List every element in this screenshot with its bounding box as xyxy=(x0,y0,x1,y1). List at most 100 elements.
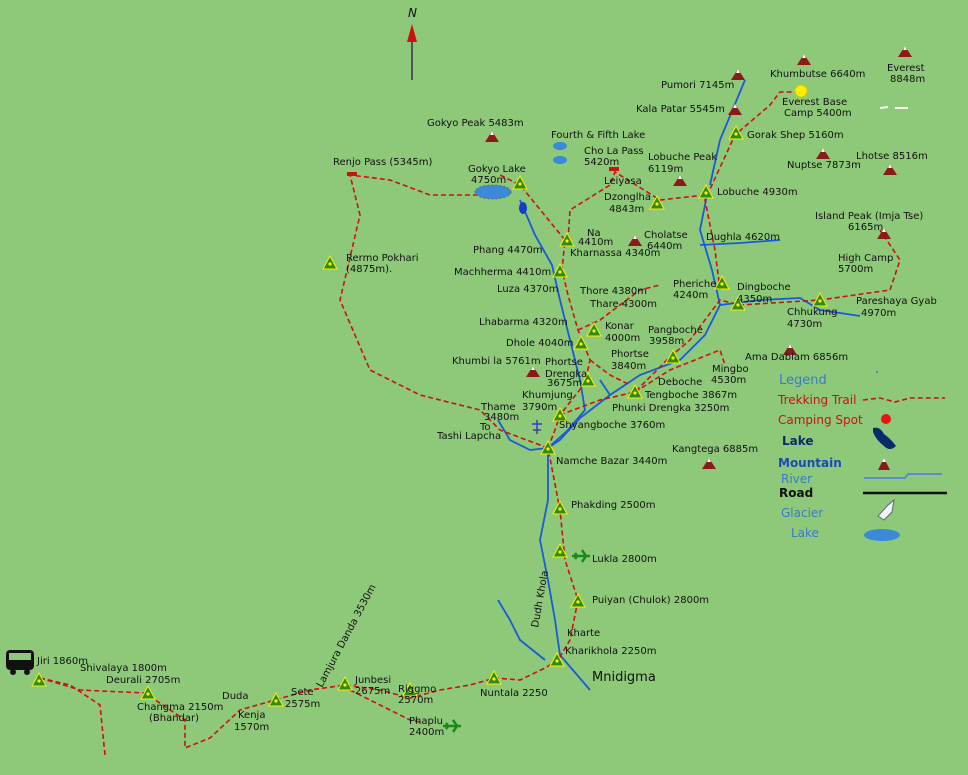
camp-marker xyxy=(570,592,586,608)
camp-label: Phang 4470m xyxy=(473,245,543,256)
place-label: Leiyasa xyxy=(604,176,642,187)
camp-label: 2675m xyxy=(355,686,390,697)
place-label: Phaplu xyxy=(409,716,443,727)
place-label: 2400m xyxy=(409,727,444,738)
mountain-icon xyxy=(628,235,642,246)
camp-label: 4730m xyxy=(787,319,822,330)
mountain-icon xyxy=(797,54,811,65)
camp-label: Puiyan (Chulok) 2800m xyxy=(592,595,709,606)
place-label: 3790m xyxy=(522,402,557,413)
mountain-icon xyxy=(485,131,499,142)
everest-base-camp-marker xyxy=(794,84,908,109)
place-label: Mnidigma xyxy=(592,670,656,685)
mountain-label: Lhotse 8516m xyxy=(856,151,928,162)
place-label: Pareshaya Gyab xyxy=(856,296,937,307)
place-label: 1570m xyxy=(234,722,269,733)
camp-label: Lobuche 4930m xyxy=(717,187,798,198)
place-label: Khumjung xyxy=(522,390,573,401)
mountain-label: Khumbi la 5761m xyxy=(452,356,541,367)
camp-marker xyxy=(649,194,665,210)
camp-label: Na xyxy=(587,228,601,239)
place-label: Fourth & Fifth Lake xyxy=(551,130,645,141)
camp-marker xyxy=(812,291,828,307)
place-label: Thore 4380m xyxy=(579,286,647,297)
place-label: Cho La Pass xyxy=(584,146,644,157)
camp-label: Machherma 4410m xyxy=(454,267,551,278)
mountain-icon xyxy=(673,175,687,186)
camp-label: Phortse xyxy=(611,349,649,360)
camp-label: 4240m xyxy=(673,290,708,301)
mountain-label: Lobuche Peak xyxy=(648,152,717,163)
mountain-label: Everest xyxy=(887,63,925,74)
fifth-lake xyxy=(553,156,567,164)
place-label: 5700m xyxy=(838,264,873,275)
place-label: Tashi Lapcha xyxy=(436,431,501,442)
renjo-pass-marker xyxy=(347,172,357,176)
legend-trekking-trail: Trekking Trail xyxy=(777,393,856,407)
place-label: High Camp xyxy=(838,253,893,264)
camp-label: Luza 4370m xyxy=(497,284,558,295)
mountain-label: 6440m xyxy=(647,241,682,252)
camp-marker xyxy=(586,321,602,337)
bus-icon xyxy=(6,650,34,675)
trekking-trail xyxy=(39,91,901,756)
mountain-label: Kangtega 6885m xyxy=(672,444,758,455)
place-label: To xyxy=(479,422,491,433)
cho-la-pass-marker xyxy=(609,167,619,171)
mountain-icon xyxy=(731,69,745,80)
gokyo-lake xyxy=(474,184,512,200)
place-label: Everest Base xyxy=(782,97,847,108)
camp-marker xyxy=(698,183,714,199)
place-label: Dughla 4620m xyxy=(706,232,780,243)
camp-label: Chhukung xyxy=(787,307,838,318)
camp-label: Dhole 4040m xyxy=(506,338,573,349)
place-label: Thare 4300m xyxy=(589,299,657,310)
airplane-icon-lukla xyxy=(572,549,590,563)
mountain-label: Khumbutse 6640m xyxy=(770,69,865,80)
place-label: Kharte xyxy=(567,628,600,639)
mountain-label: Nuptse 7873m xyxy=(787,160,861,171)
place-label: 4970m xyxy=(861,308,896,319)
camp-marker xyxy=(730,295,746,311)
camp-label: Jiri 1860m xyxy=(36,656,88,667)
mountain-icon xyxy=(783,344,797,355)
camp-label: Dingboche xyxy=(737,282,791,293)
camp-label: Gorak Shep 5160m xyxy=(747,130,844,141)
legend-river: River xyxy=(781,472,812,486)
mountain-icon xyxy=(883,164,897,175)
place-label: 5420m xyxy=(584,157,619,168)
camp-label: 4843m xyxy=(609,204,644,215)
camp-marker xyxy=(552,542,568,558)
camp-label: 4750m xyxy=(471,175,506,186)
legend-road: Road xyxy=(779,486,813,500)
camp-marker xyxy=(552,499,568,515)
camp-label: 4410m xyxy=(578,237,613,248)
north-label: N xyxy=(408,6,417,20)
legend-mountain: Mountain xyxy=(778,456,842,470)
mountain-label: Pumori 7145m xyxy=(661,80,734,91)
camp-marker xyxy=(573,334,589,350)
monastery-icon xyxy=(532,420,542,434)
mountain-icon xyxy=(898,46,912,57)
camp-label: Pangboche xyxy=(648,325,703,336)
camp-label: Shivalaya 1800m xyxy=(80,663,167,674)
legend-glacier: Glacier xyxy=(781,506,823,520)
place-label: 4530m xyxy=(711,375,746,386)
camp-marker xyxy=(140,684,156,700)
camp-label: Kharikhola 2250m xyxy=(565,646,656,657)
camp-label: Junbesi xyxy=(354,675,391,686)
mountain-label: Cholatse xyxy=(644,230,688,241)
camp-label: Namche Bazar 3440m xyxy=(556,456,667,467)
fourth-lake xyxy=(553,142,567,150)
legend: Legend Trekking Trail Camping Spot Lake … xyxy=(777,371,947,541)
camp-label: Drengka xyxy=(545,369,587,380)
camp-label: Phakding 2500m xyxy=(571,500,655,511)
camp-label: 4350m xyxy=(737,294,772,305)
camp-marker xyxy=(402,681,418,697)
legend-lake-2: Lake xyxy=(791,526,819,540)
mountain-label: Ama Dablam 6856m xyxy=(745,352,848,363)
camp-label: 4000m xyxy=(605,333,640,344)
camp-label: Pheriche xyxy=(673,279,716,290)
camp-marker xyxy=(486,669,502,685)
